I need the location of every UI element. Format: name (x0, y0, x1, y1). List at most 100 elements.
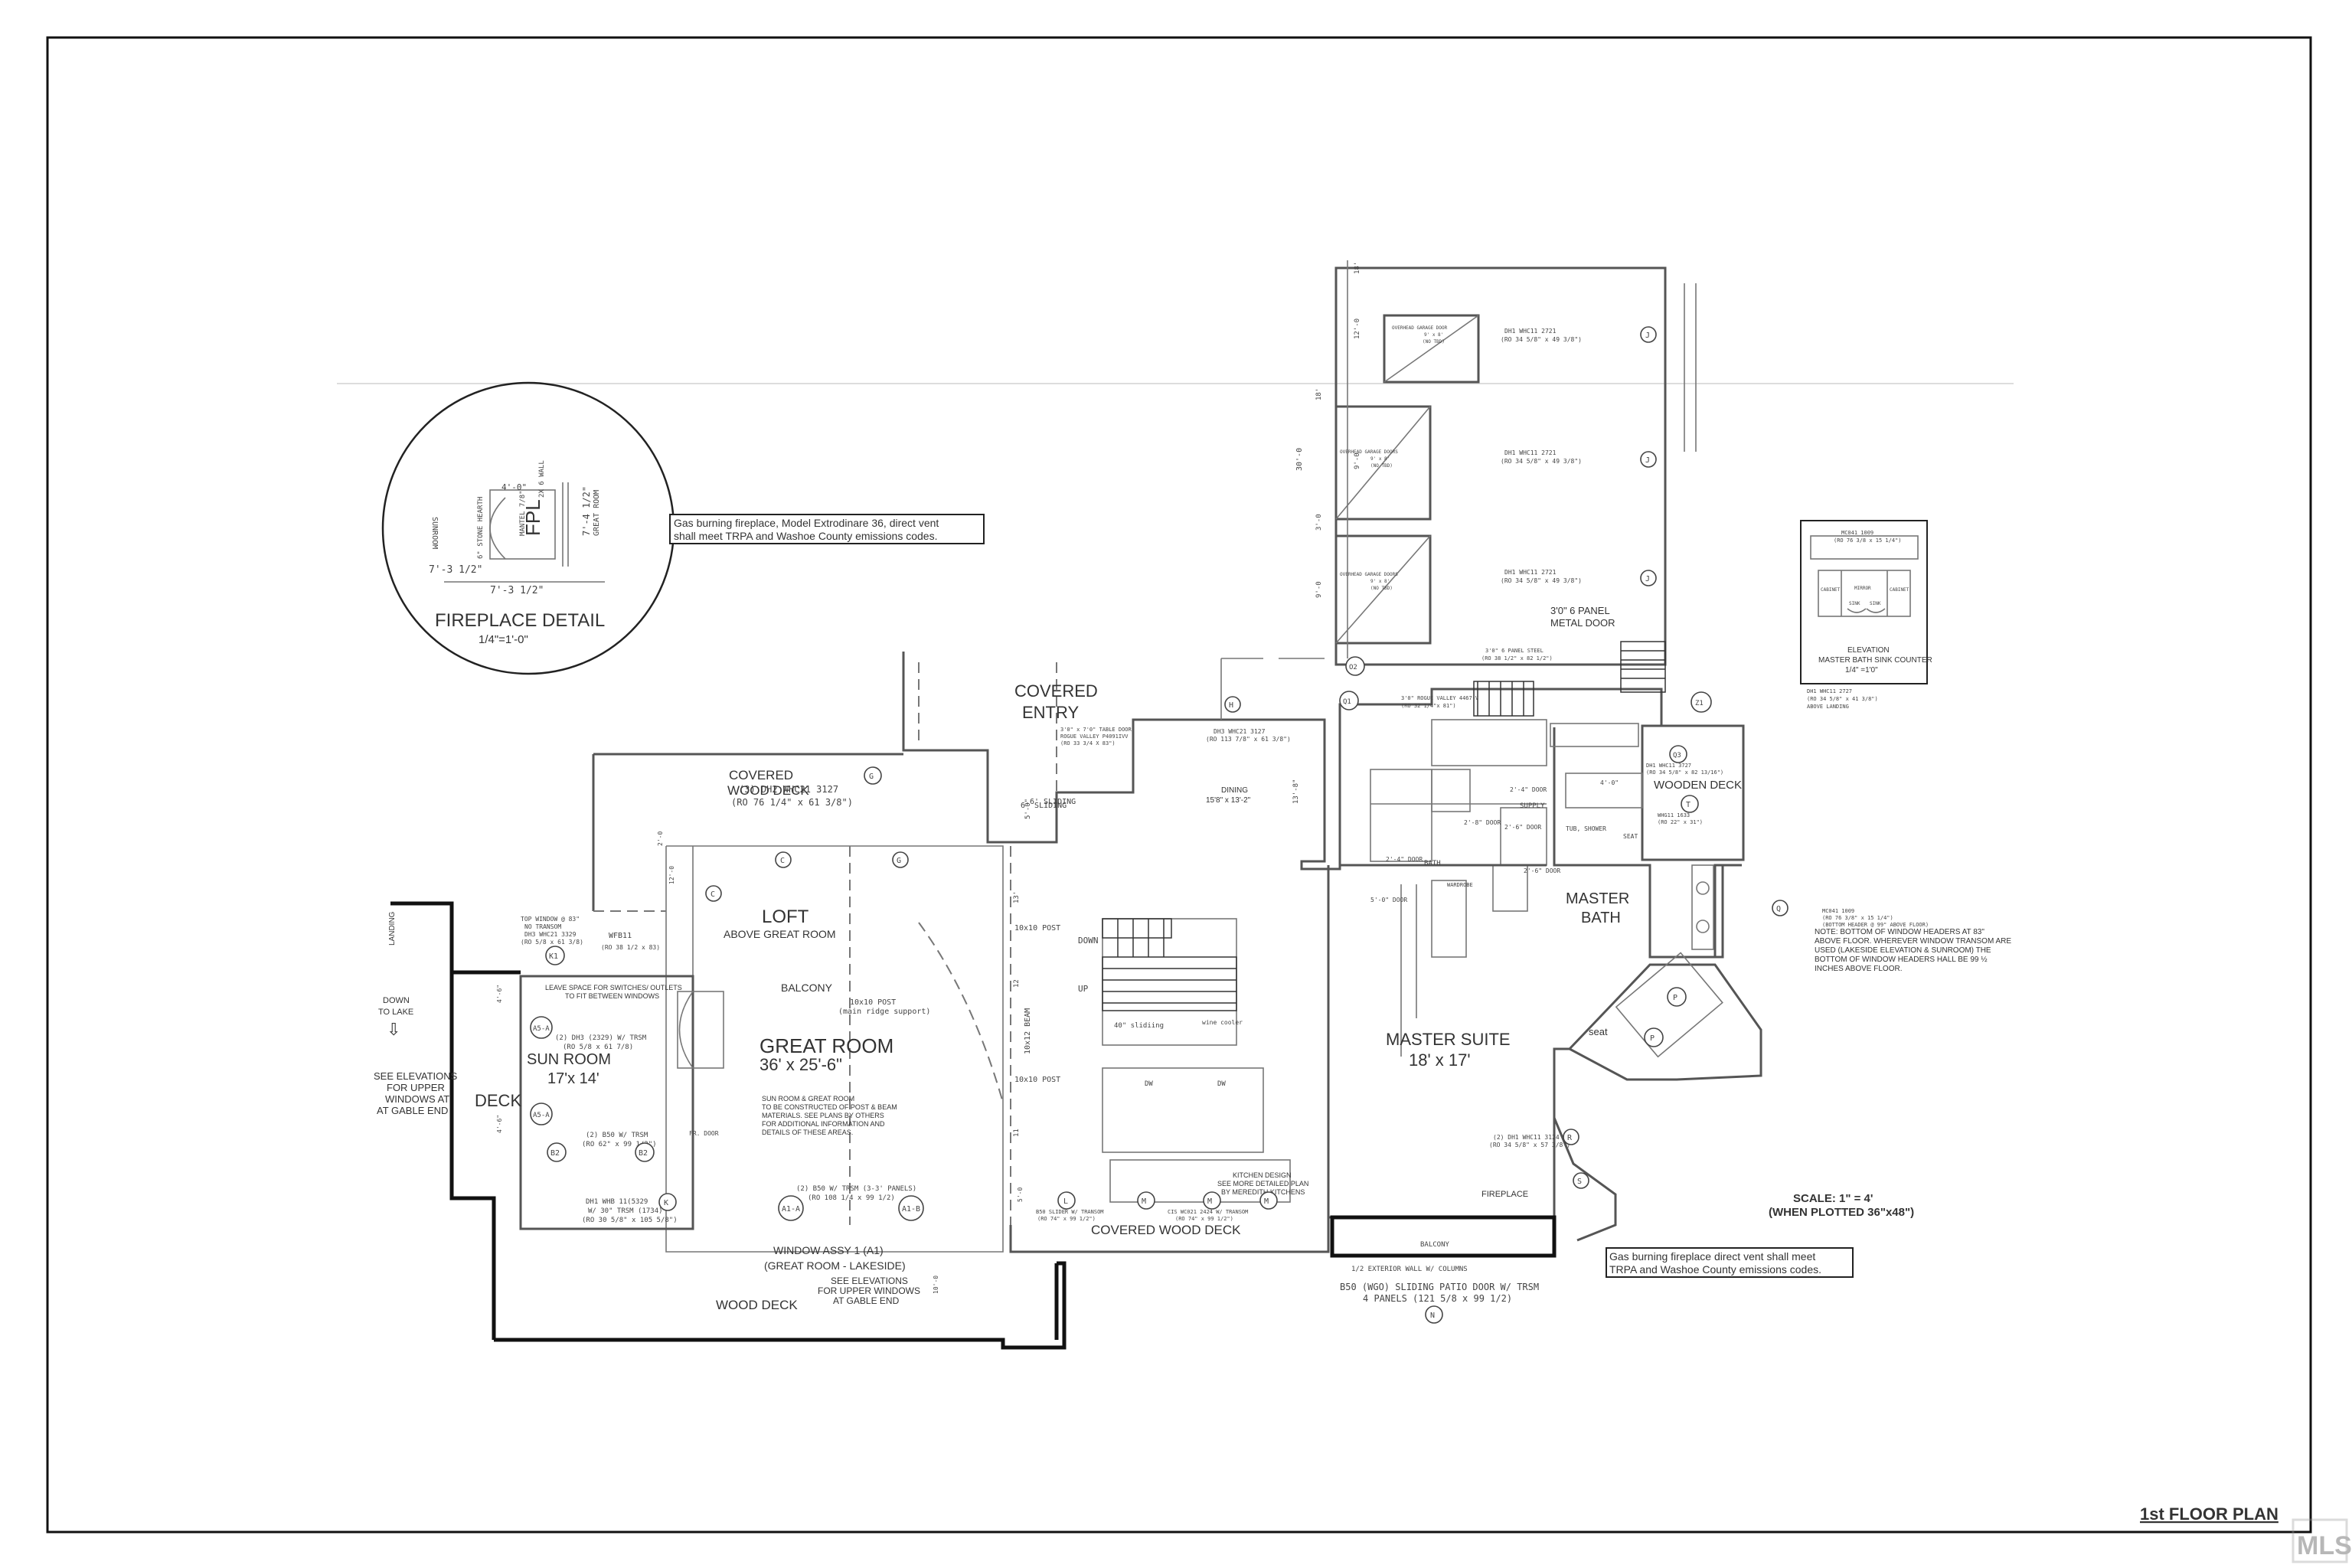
ws-t-1: (RO 22" x 31") (1658, 819, 1703, 825)
room-landing: LANDING (388, 911, 397, 946)
watermark-text: MLS (2297, 1531, 2352, 1560)
tag-t: T (1681, 795, 1699, 813)
ws-master-dh1-1: (RO 34 5/8" x 57 3/8") (1489, 1142, 1570, 1148)
tag-p2: P (1644, 1027, 1664, 1047)
ws-deck-top-0: (3) DH2 WHC21 3127 (739, 784, 838, 795)
beam: 10x12 BEAM (1024, 1008, 1032, 1054)
svg-text:C: C (710, 890, 715, 899)
svg-text:J: J (1645, 332, 1650, 340)
fireplace-detail: 4'-0" FPL 7'-3 1/2" 7'-3 1/2" 7'-4 1/2" … (381, 381, 675, 675)
ws-great-b50-0: (2) B50 W/ TRSM (3-3' PANELS) (796, 1185, 916, 1193)
ws-garage-3-0: DH1 WHC11 2721 (1504, 569, 1557, 576)
tag-g2: G (892, 851, 909, 868)
elevation-detail: MC041 1009 (RO 76 3/8 x 15 1/4") CABINET… (1800, 520, 1932, 710)
svg-text:J: J (1645, 575, 1650, 583)
ws-dining-1: (RO 113 7/8" x 61 3/8") (1206, 736, 1291, 743)
elev-subtitle: MASTER BATH SINK COUNTER (1818, 656, 1932, 665)
ws-entry-2: (RO 33 3/4 X 83") (1060, 740, 1116, 746)
svg-text:B2: B2 (550, 1149, 560, 1158)
ws-garage-door-3b: 9' x 8' (1370, 579, 1390, 584)
ws-garage-door-1b: 9' x 8' (1424, 332, 1443, 338)
svg-text:J: J (1645, 456, 1650, 465)
misc-door-24b: 2'-4" DOOR (1386, 856, 1423, 863)
dim-18: 4'-0" (1600, 779, 1619, 786)
note-elev-left-2: WINDOWS AT (385, 1093, 449, 1105)
misc-door-26: 2'-6" DOOR (1504, 824, 1541, 831)
note-fpl-top-1: Gas burning fireplace, Model Extrodinare… (674, 517, 939, 529)
note-fpl-top-2: shall meet TRPA and Washoe County emissi… (674, 530, 937, 542)
room-great-room-dim: 36' x 25'-6" (760, 1055, 842, 1074)
svg-text:P: P (1673, 994, 1677, 1002)
note-elev-left-1: FOR UPPER (387, 1082, 445, 1093)
note-sunroom-1: TO BE CONSTRUCTED OF POST & BEAM (762, 1103, 897, 1111)
svg-text:M: M (1142, 1197, 1146, 1206)
tag-a1b: A1-B (898, 1195, 924, 1221)
svg-text:K1: K1 (549, 952, 558, 961)
ws-sun-k-1: W/ 30" TRSM (1734) (588, 1207, 663, 1215)
elev-label-7: DH1 WHC11 2727 (1807, 688, 1852, 694)
room-wood-deck: WOOD DECK (716, 1298, 798, 1312)
ws-dining-0: DH3 WHC21 3127 (1214, 728, 1266, 735)
elev-label-6: SINK (1870, 601, 1881, 606)
svg-text:M: M (1264, 1197, 1269, 1206)
note-headers-2: USED (LAKESIDE ELEVATION & SUNROOM) THE (1815, 946, 1991, 955)
dim-15: 5'-0 (1017, 1187, 1024, 1202)
ws-garage-door-1a: OVERHEAD GARAGE DOOR (1392, 325, 1448, 331)
ws-steel-door-0: 3'0" 6 PANEL STEEL (1485, 648, 1544, 654)
ws-wfb11-1: (RO 38 1/2 x 83) (601, 944, 660, 951)
misc-frdoor: FR. DOOR (689, 1130, 719, 1137)
fpl-mantel: MANTEL 7/8" (519, 490, 527, 536)
misc-seat-sm: SEAT (1623, 833, 1638, 840)
ws-garage-door-3c: (NO TBD) (1370, 586, 1393, 591)
post-3: 10x10 POST (850, 998, 896, 1007)
dim-9: 12'-0 (668, 866, 675, 884)
ws-sun-b2-1: (RO 62" x 99 1/2") (582, 1141, 657, 1148)
room-fireplace: FIREPLACE (1481, 1190, 1528, 1199)
ws-metal-door-1: METAL DOOR (1550, 617, 1615, 629)
svg-text:N: N (1430, 1312, 1435, 1320)
ws-garage-3-1: (RO 34 5/8" x 49 3/8") (1501, 577, 1582, 584)
ws-slider-m-0: CIS WC021 2424 W/ TRANSOM (1168, 1209, 1248, 1215)
tag-q: Q (1772, 900, 1788, 916)
ws-ext-wall: 1/2 EXTERIOR WALL W/ COLUMNS (1351, 1266, 1468, 1273)
svg-text:Z1: Z1 (1695, 700, 1704, 707)
elev-label-4: CABINET (1890, 587, 1909, 593)
dim-10: 5'-0" (1024, 799, 1032, 819)
dim-14: 10'-0 (933, 1276, 939, 1294)
misc-balcony-2: BALCONY (1420, 1241, 1450, 1249)
tag-b2-1: B2 (547, 1142, 567, 1162)
tag-z1: Z1 (1690, 691, 1712, 713)
ws-garage-2-1: (RO 34 5/8" x 49 3/8") (1501, 458, 1582, 465)
ws-garage-door-1c: (NO TBD) (1423, 339, 1445, 345)
tag-r: R (1563, 1129, 1579, 1145)
note-elev-bot-2: AT GABLE END (833, 1295, 900, 1306)
ws-garage-door-3a: OVERHEAD GARAGE DOORS (1340, 572, 1398, 577)
ws-steel-door-1: (RO 38 1/2" x 82 1/2") (1481, 655, 1553, 662)
note-switches-1: TO FIT BETWEEN WINDOWS (565, 992, 659, 1000)
misc-door-24: 2'-4" DOOR (1510, 786, 1547, 793)
ws-topwin-2: DH3 WHC21 3329 (524, 931, 577, 938)
ws-sun-k-2: (RO 30 5/8" x 105 5/8") (582, 1217, 678, 1224)
note-fpl-bot-2: TRPA and Washoe County emissions codes. (1609, 1263, 1821, 1276)
room-down-lake-2: TO LAKE (378, 1008, 413, 1017)
room-covered-deck-1a: COVERED (729, 768, 793, 782)
tag-b2-2: B2 (635, 1142, 655, 1162)
misc-wine: wine cooler (1202, 1019, 1243, 1026)
garage (1334, 260, 1697, 666)
notes: NOTE: BOTTOM OF WINDOW HEADERS AT 83" AB… (374, 928, 2011, 1306)
room-labels: COVERED WOOD DECK COVERED WOOD DECK WOOD… (378, 681, 1742, 1312)
ws-slider-l-0: B50 SLIDER W/ TRANSOM (1036, 1209, 1104, 1215)
tag-q1: Q1 (1339, 691, 1359, 710)
misc-dw2: DW (1217, 1080, 1226, 1088)
svg-text:L: L (1063, 1197, 1068, 1206)
ws-q3-1: (RO 34 5/8" x 82 13/16") (1646, 769, 1723, 776)
elev-label-1: (RO 76 3/8 x 15 1/4") (1834, 537, 1902, 544)
fpl-label: FPL (521, 499, 544, 536)
ws-garage-door-2a: OVERHEAD GARAGE DOORS (1340, 449, 1398, 455)
room-kitchen-1: KITCHEN DESIGN (1233, 1171, 1292, 1179)
note-headers-1: ABOVE FLOOR. WHEREVER WINDOW TRANSOM ARE (1815, 937, 2011, 946)
room-covered-entry-1: COVERED (1014, 681, 1098, 701)
room-balcony: BALCONY (781, 982, 833, 994)
misc-tub: TUB, SHOWER (1566, 825, 1606, 832)
dim-3: 30'-0 (1295, 448, 1304, 471)
